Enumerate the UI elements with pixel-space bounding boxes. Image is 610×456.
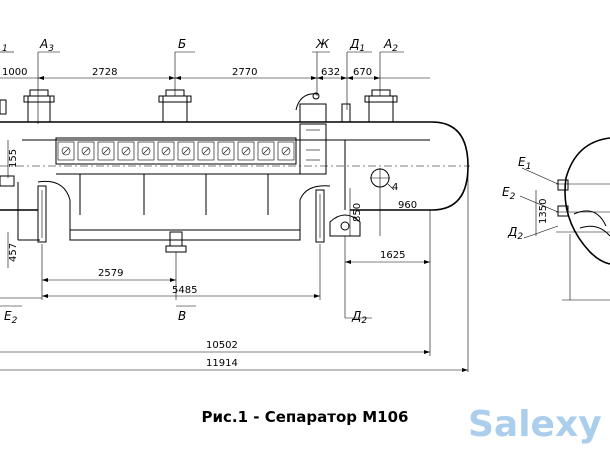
cassette-valve-stem: [182, 147, 190, 155]
leader-e2-label: Е2: [4, 309, 18, 326]
cassette-valve-stem: [62, 147, 70, 155]
cassette-valve-icon: [221, 146, 231, 156]
cassette-valve-stem: [242, 147, 250, 155]
dim-2579: 2579: [98, 268, 123, 279]
leader-l1-label: 1: [2, 44, 8, 54]
leader-e1-label: Е1: [518, 155, 531, 172]
cassette-valve-icon: [201, 146, 211, 156]
dim-457: 457: [8, 243, 19, 262]
vessel-body: [0, 121, 470, 253]
cassette-valve-stem: [262, 147, 270, 155]
cassette-valve-stem: [82, 147, 90, 155]
dim-155: 155: [8, 149, 19, 168]
cassette-valve-stem: [202, 147, 210, 155]
dim-2728: 2728: [92, 67, 117, 78]
cassette-cell: [217, 141, 235, 161]
cassette-cell: [97, 141, 115, 161]
cassette-valve-stem: [122, 147, 130, 155]
cassette-valve-icon: [281, 146, 291, 156]
cassette-valve-icon: [61, 146, 71, 156]
leader-b-label: Б: [178, 37, 186, 51]
figure-caption: Рис.1 - Сепаратор М106: [201, 408, 409, 426]
leader-d2-label: Д2: [351, 309, 367, 326]
cassette-valve-icon: [121, 146, 131, 156]
cassette-valve-icon: [241, 146, 251, 156]
dim-2770: 2770: [232, 67, 257, 78]
top-nozzles: [0, 89, 398, 187]
leader-a2-label: А2: [383, 37, 398, 54]
cassette-valve-icon: [101, 146, 111, 156]
leader-zh-label: Ж: [315, 37, 330, 51]
leader-v-label: В: [178, 309, 186, 323]
cassette-cell: [277, 141, 295, 161]
dim-1350: 1350: [538, 199, 549, 224]
cassette-cell: [117, 141, 135, 161]
dim-632: 632: [321, 67, 340, 78]
dim-850: 850: [352, 203, 363, 222]
cassette-cell: [197, 141, 215, 161]
cassette-valve-stem: [102, 147, 110, 155]
cassette-valve-stem: [282, 147, 290, 155]
cassette-cell: [137, 141, 155, 161]
top-dimension-chain: [0, 52, 430, 124]
cassette-cell: [157, 141, 175, 161]
dim-5485: 5485: [172, 285, 197, 296]
side-view: [519, 137, 610, 301]
cassette-cell: [237, 141, 255, 161]
cassette-valve-icon: [161, 146, 171, 156]
cassette-cell: [177, 141, 195, 161]
cassette-valve-stem: [142, 147, 150, 155]
cassette-valve-stem: [162, 147, 170, 155]
leader-a3-label: А3: [39, 37, 54, 54]
dim-670: 670: [353, 67, 372, 78]
dim-1000: 1000: [2, 67, 27, 78]
cassette-cell: [77, 141, 95, 161]
cassette-valve-icon: [261, 146, 271, 156]
cassette-valve-icon: [181, 146, 191, 156]
bottom-dimension-chains: [0, 168, 469, 372]
nozzle-4-detail: [349, 168, 420, 236]
coalescer-cassette-row: [55, 137, 297, 165]
watermark-logo: Salexy: [468, 404, 602, 445]
cassette-valve-icon: [81, 146, 91, 156]
leader-d1-label: Д1: [349, 37, 365, 54]
leader-e2-side-label: Е2: [502, 185, 516, 202]
dim-1625: 1625: [380, 250, 405, 261]
cassette-valve-icon: [141, 146, 151, 156]
cassette-cell: [257, 141, 275, 161]
cassette-valve-stem: [222, 147, 230, 155]
leader-d2-side-label: Д2: [507, 225, 523, 242]
vent-ladder: [299, 123, 327, 175]
cassette-frame: [55, 137, 297, 165]
dim-960: 960: [398, 200, 417, 211]
note-4: 4: [392, 182, 398, 193]
dim-10502: 10502: [206, 340, 238, 351]
dim-11914: 11914: [206, 358, 238, 369]
cassette-cell: [57, 141, 75, 161]
